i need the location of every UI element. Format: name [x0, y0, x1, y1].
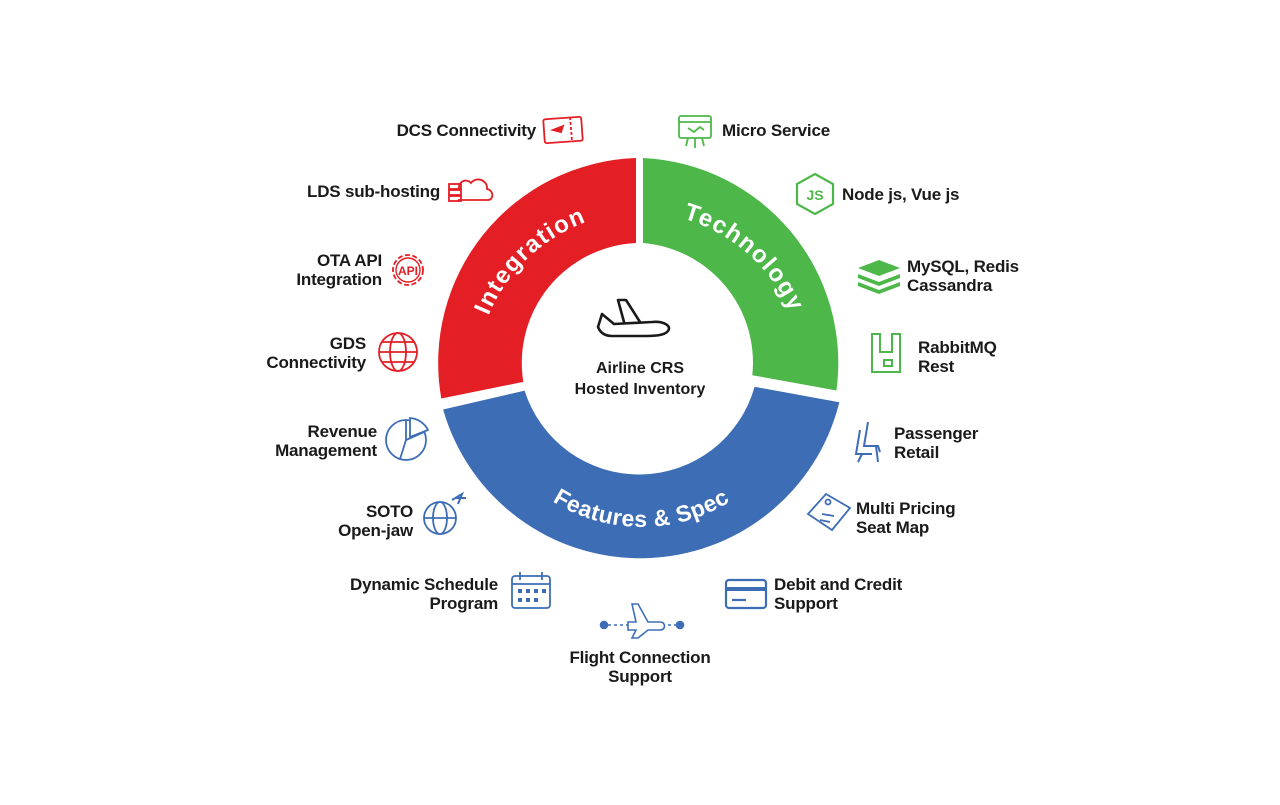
svg-text:API: API: [398, 264, 418, 278]
price-tag-icon: [806, 492, 852, 532]
label-dcs-connectivity: DCS Connectivity: [396, 121, 537, 140]
microservice-icon: [678, 115, 712, 148]
api-gear-icon: API: [392, 254, 424, 286]
label-gds-connectivity: GDS Connectivity: [266, 334, 366, 372]
pie-chart-icon: [385, 417, 430, 461]
rabbitmq-icon: [871, 333, 901, 373]
globe-icon: [378, 332, 418, 372]
flight-route-icon: [599, 603, 685, 639]
label-rabbitmq-rest: RabbitMQ Rest: [918, 338, 997, 376]
nodejs-icon: JS: [795, 172, 835, 216]
label-mysql-redis-cassandra: MySQL, Redis Cassandra: [907, 257, 1019, 295]
label-revenue-management: Revenue Management: [275, 422, 377, 460]
globe-plane-icon: [423, 491, 466, 535]
technology-segment: [643, 158, 839, 391]
label-debit-credit: Debit and Credit Support: [774, 575, 903, 613]
boarding-pass-icon: [542, 115, 584, 145]
credit-card-icon: [724, 578, 768, 610]
integration-segment: [438, 158, 636, 399]
label-micro-service: Micro Service: [722, 121, 830, 140]
airplane-icon: [596, 298, 671, 338]
svg-text:JS: JS: [806, 187, 823, 203]
label-lds-sub-hosting: LDS sub-hosting: [307, 182, 440, 201]
label-soto-open-jaw: SOTO Open-jaw: [338, 502, 413, 540]
seat-icon: [854, 421, 881, 463]
label-passenger-retail: Passenger Retail: [894, 424, 979, 462]
label-multi-pricing: Multi Pricing Seat Map: [856, 499, 956, 537]
cloud-server-icon: [448, 178, 494, 202]
center-title-line2: Hosted Inventory: [574, 381, 706, 398]
center-title-line1: Airline CRS: [595, 360, 684, 377]
calendar-icon: [511, 572, 551, 609]
label-dynamic-schedule: Dynamic Schedule Program: [350, 575, 498, 613]
label-node-vue: Node js, Vue js: [842, 185, 960, 204]
features-segment: [443, 386, 840, 559]
label-ota-api-integration: OTA API Integration: [296, 251, 382, 289]
label-flight-connection: Flight Connection Support: [569, 648, 711, 686]
center-title: Airline CRS Hosted Inventory: [540, 358, 740, 400]
database-stack-icon: [858, 260, 900, 294]
